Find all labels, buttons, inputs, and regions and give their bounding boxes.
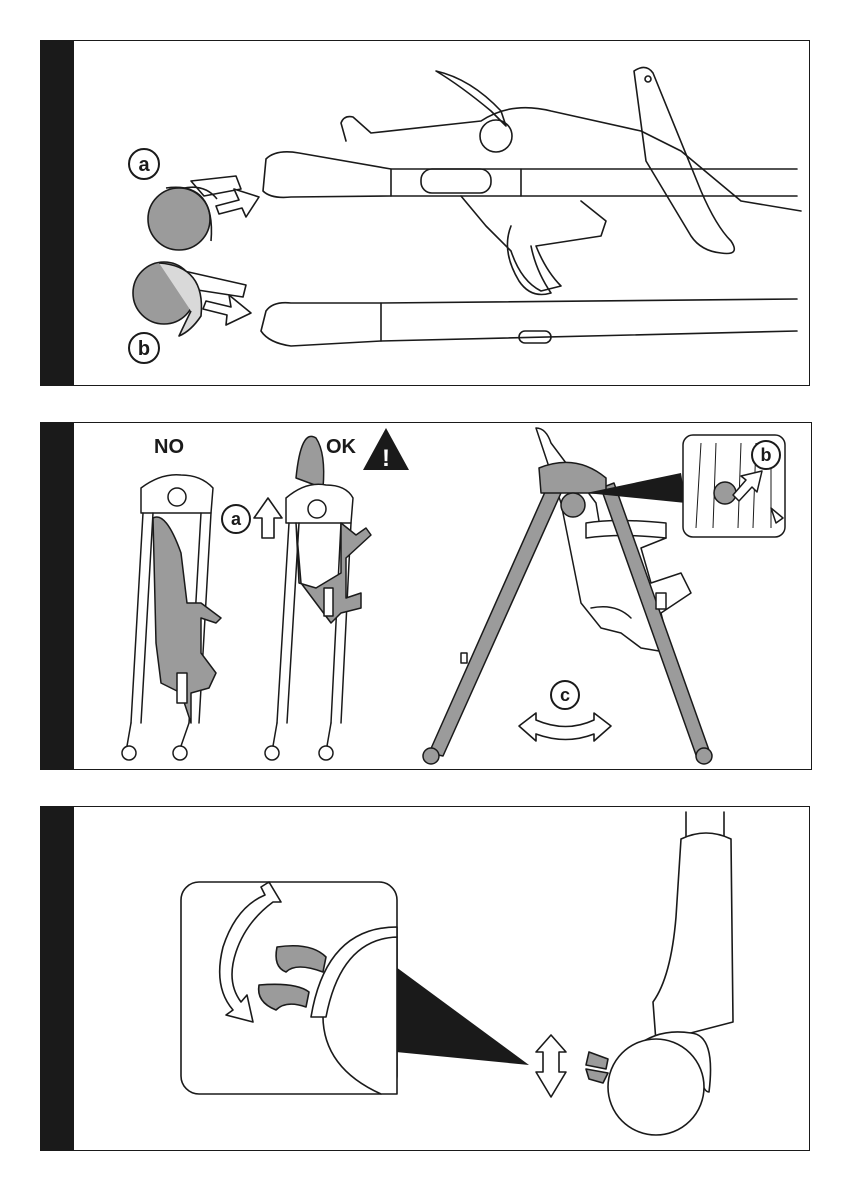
label-a-text: a [138, 154, 150, 176]
warning-icon: ! [363, 428, 409, 472]
zoom-wedge [396, 967, 529, 1065]
tray-knob [645, 76, 651, 82]
label-no: NO [154, 436, 184, 458]
lower-tube [261, 299, 797, 346]
upper-joint [391, 169, 521, 196]
arrow-b-icon [203, 295, 251, 325]
up-arrow-icon [254, 498, 282, 538]
wheel-a [148, 176, 241, 250]
upper-pivot [480, 120, 512, 152]
upper-tube [263, 152, 797, 198]
upper-slot [421, 169, 491, 193]
tray-arm [634, 67, 734, 253]
label-b-badge: b [129, 333, 159, 363]
step-3-illustration [41, 807, 810, 1151]
label-ok: OK [326, 436, 357, 458]
label-b-badge: b [752, 441, 780, 469]
swing-arrow-icon [519, 713, 611, 741]
seat-back-brace [461, 196, 606, 291]
label-c-badge: c [551, 681, 579, 709]
label-b-text: b [761, 445, 772, 465]
step-2-panel: ! NO OK [40, 422, 812, 770]
step-3-panel [40, 806, 810, 1151]
folded-chair-ok [265, 436, 371, 760]
label-a-badge: a [129, 149, 159, 179]
step-1-illustration: a b [41, 41, 810, 386]
step-2-illustration: ! NO OK [41, 423, 812, 770]
seat-wing [436, 71, 506, 126]
label-b-text: b [138, 338, 150, 360]
up-down-arrow-icon [536, 1035, 566, 1097]
label-a-badge: a [222, 505, 250, 533]
chair-leg [586, 812, 733, 1135]
folded-chair-no [122, 475, 221, 760]
label-a-text: a [231, 509, 242, 529]
warning-mark: ! [382, 445, 390, 472]
label-c-text: c [560, 685, 570, 705]
zoom-box-brake [181, 882, 397, 1094]
step-1-panel: a b [40, 40, 810, 386]
